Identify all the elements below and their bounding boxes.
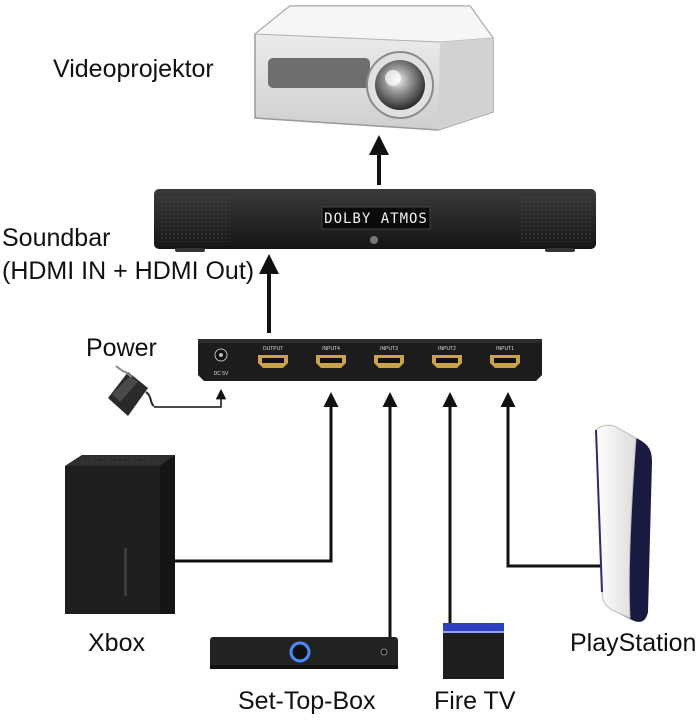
port-label-input4: INPUT4 bbox=[322, 346, 340, 352]
soundbar-display-text: DOLBY ATMOS bbox=[324, 211, 428, 227]
projector-label: Videoprojektor bbox=[53, 55, 214, 83]
playstation-label: PlayStation bbox=[570, 629, 697, 657]
projector-device bbox=[253, 5, 494, 131]
xbox-cable bbox=[175, 392, 339, 563]
power-label: Power bbox=[86, 334, 157, 362]
settopbox-device bbox=[210, 637, 398, 669]
playstation-cable bbox=[500, 392, 600, 568]
power-connector-line bbox=[154, 388, 227, 408]
soundbar-device bbox=[154, 189, 596, 252]
soundbar-sublabel: (HDMI IN + HDMI Out) bbox=[2, 257, 255, 285]
hdmi-switch-device bbox=[198, 339, 542, 381]
port-label-input1: INPUT1 bbox=[496, 346, 514, 352]
xbox-device bbox=[65, 455, 175, 614]
playstation-device bbox=[595, 424, 652, 622]
firetv-device bbox=[443, 623, 504, 679]
soundbar-label: Soundbar bbox=[2, 224, 111, 252]
port-label-dc: DC 5V bbox=[214, 371, 229, 377]
xbox-label: Xbox bbox=[88, 629, 145, 657]
port-label-input3: INPUT3 bbox=[380, 346, 398, 352]
settopbox-label: Set-Top-Box bbox=[238, 687, 376, 715]
power-adapter bbox=[108, 365, 155, 416]
firetv-label: Fire TV bbox=[434, 687, 516, 715]
port-label-input2: INPUT2 bbox=[438, 346, 456, 352]
port-label-output: OUTPUT bbox=[263, 346, 284, 352]
